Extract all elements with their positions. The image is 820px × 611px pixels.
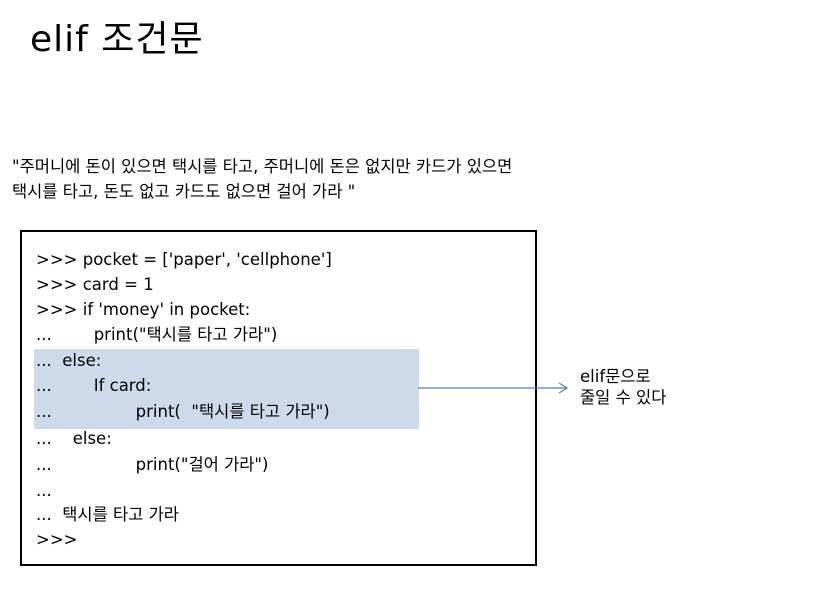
code-prompt: ...: [36, 351, 52, 370]
code-prompt: >>>: [36, 250, 78, 269]
highlighted-code-region: [34, 349, 419, 429]
code-text: print("택시를 타고 가라"): [51, 325, 278, 344]
code-prompt: ...: [36, 402, 52, 421]
code-text: else:: [51, 351, 102, 370]
code-prompt: >>>: [36, 300, 78, 319]
code-text: 택시를 타고 가라: [51, 505, 179, 524]
code-line: ... If card:: [36, 373, 151, 399]
code-line: ... 택시를 타고 가라: [36, 502, 179, 528]
code-line: ... else:: [36, 426, 112, 452]
note-text: elif문으로 줄일 수 있다: [580, 366, 666, 408]
code-box: >>> pocket = ['paper', 'cellphone'] >>> …: [20, 230, 537, 566]
code-line: ... print("택시를 타고 가라"): [36, 322, 277, 348]
code-line: ... else:: [36, 348, 101, 374]
code-line: >>> card = 1: [36, 272, 154, 298]
note-line-2: 줄일 수 있다: [580, 388, 667, 407]
code-prompt: ...: [36, 455, 52, 474]
code-prompt: ...: [36, 376, 52, 395]
quote-line-2: 택시를 타고, 돈도 없고 카드도 없으면 걸어 가라 ": [12, 182, 356, 201]
code-prompt: ...: [36, 325, 52, 344]
code-line: >>> if 'money' in pocket:: [36, 297, 250, 323]
code-text: if 'money' in pocket:: [77, 300, 251, 319]
code-prompt: >>>: [36, 275, 78, 294]
code-text: pocket = ['paper', 'cellphone']: [77, 250, 332, 269]
code-text: else:: [51, 429, 112, 448]
code-text: card = 1: [77, 275, 154, 294]
code-line: ... print( "택시를 타고 가라"): [36, 399, 330, 425]
code-line: >>> pocket = ['paper', 'cellphone']: [36, 247, 332, 273]
code-prompt: ...: [36, 505, 52, 524]
arrow-head: [558, 382, 569, 394]
code-line: ... print("걸어 가라"): [36, 452, 268, 478]
code-text: If card:: [51, 376, 152, 395]
code-line: >>>: [36, 527, 77, 553]
code-text: print( "택시를 타고 가라"): [51, 402, 330, 421]
code-line: ...: [36, 478, 52, 504]
code-prompt: ...: [36, 481, 52, 500]
code-text: print("걸어 가라"): [51, 455, 269, 474]
note-line-1: elif문으로: [580, 367, 651, 386]
quote-text: "주머니에 돈이 있으면 택시를 타고, 주머니에 돈은 없지만 카드가 있으면…: [12, 154, 512, 204]
code-prompt: ...: [36, 429, 52, 448]
quote-line-1: "주머니에 돈이 있으면 택시를 타고, 주머니에 돈은 없지만 카드가 있으면: [12, 157, 513, 176]
code-prompt: >>>: [36, 530, 78, 549]
slide-title: elif 조건문: [30, 19, 204, 60]
